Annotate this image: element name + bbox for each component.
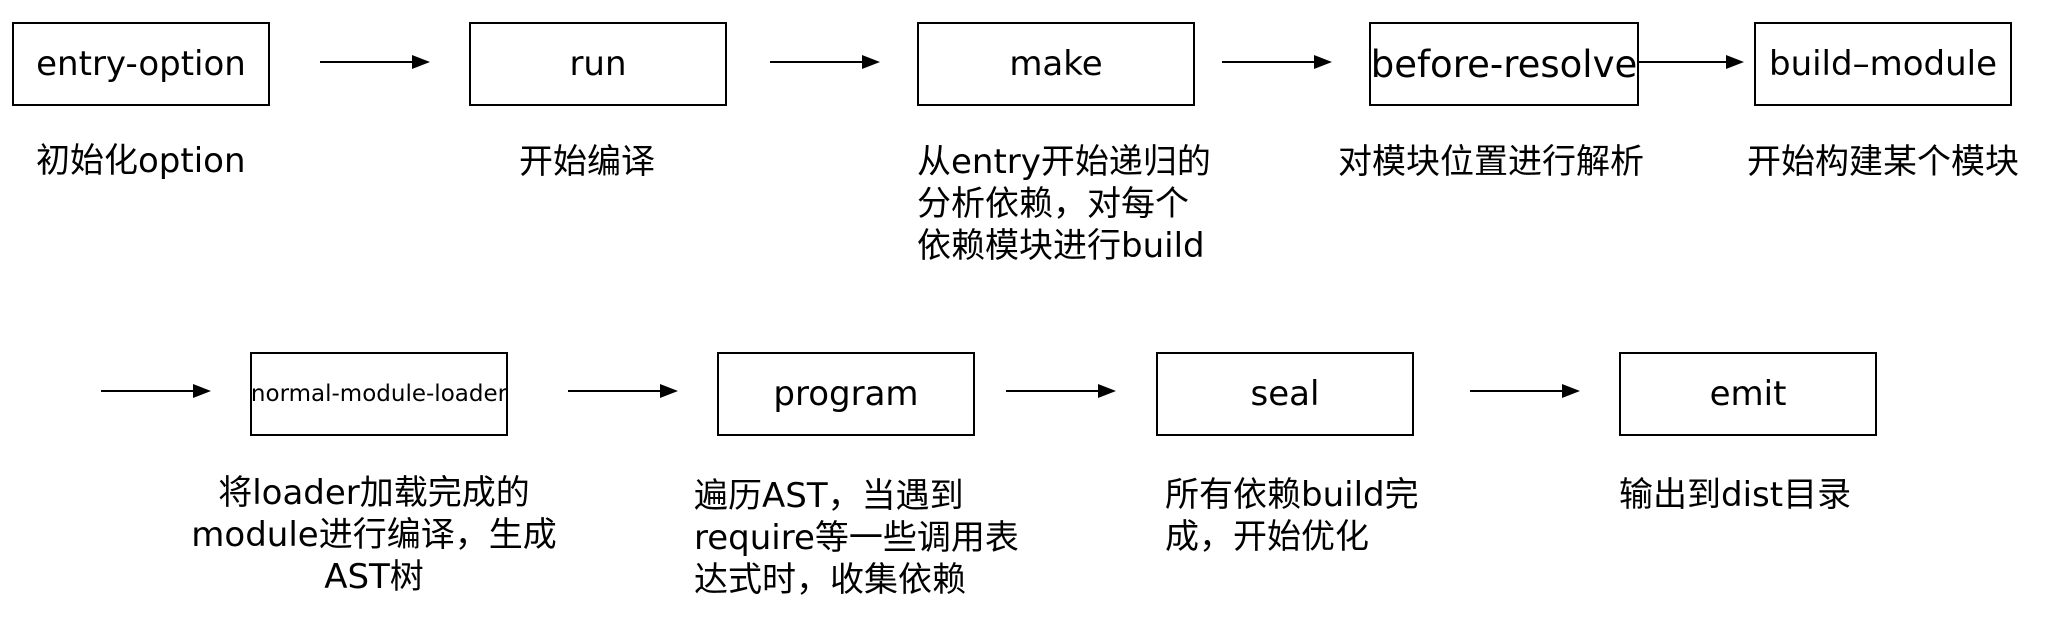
node-run: run (469, 22, 727, 106)
desc-entry-option: 初始化option (36, 141, 246, 181)
node-make: make (917, 22, 1195, 106)
desc-before-resolve: 对模块位置进行解析 (1338, 142, 1644, 182)
node-emit: emit (1619, 352, 1877, 436)
desc-make: 从entry开始递归的 分析依赖，对每个 依赖模块进行build (917, 142, 1211, 266)
node-build-module: build–module (1754, 22, 2012, 106)
desc-emit: 输出到dist目录 (1619, 475, 1852, 515)
desc-build-module: 开始构建某个模块 (1747, 142, 2019, 182)
desc-seal: 所有依赖build完 成，开始优化 (1165, 475, 1419, 557)
arrow-seal-to-emit (1470, 384, 1580, 398)
node-entry-option: entry-option (12, 22, 270, 106)
desc-program: 遍历AST，当遇到 require等一些调用表 达式时，收集依赖 (694, 476, 1019, 600)
arrow-run-to-make (770, 55, 880, 69)
node-before-resolve: before-resolve (1369, 22, 1639, 106)
arrow-entry-option-to-run (320, 55, 430, 69)
node-seal: seal (1156, 352, 1414, 436)
desc-normal-module-loader: 将loader加载完成的 module进行编译，生成 AST树 (191, 473, 557, 597)
arrow-program-to-seal (1006, 384, 1116, 398)
node-normal-module-loader: normal-module-loader (250, 352, 508, 436)
desc-run: 开始编译 (519, 142, 655, 182)
arrow-before-resolve-to-build-module (1639, 55, 1744, 69)
arrow-make-to-before-resolve (1222, 55, 1332, 69)
node-program: program (717, 352, 975, 436)
arrow-normal-module-loader-to-program (568, 384, 678, 398)
arrow-into-normal-module-loader (101, 384, 211, 398)
